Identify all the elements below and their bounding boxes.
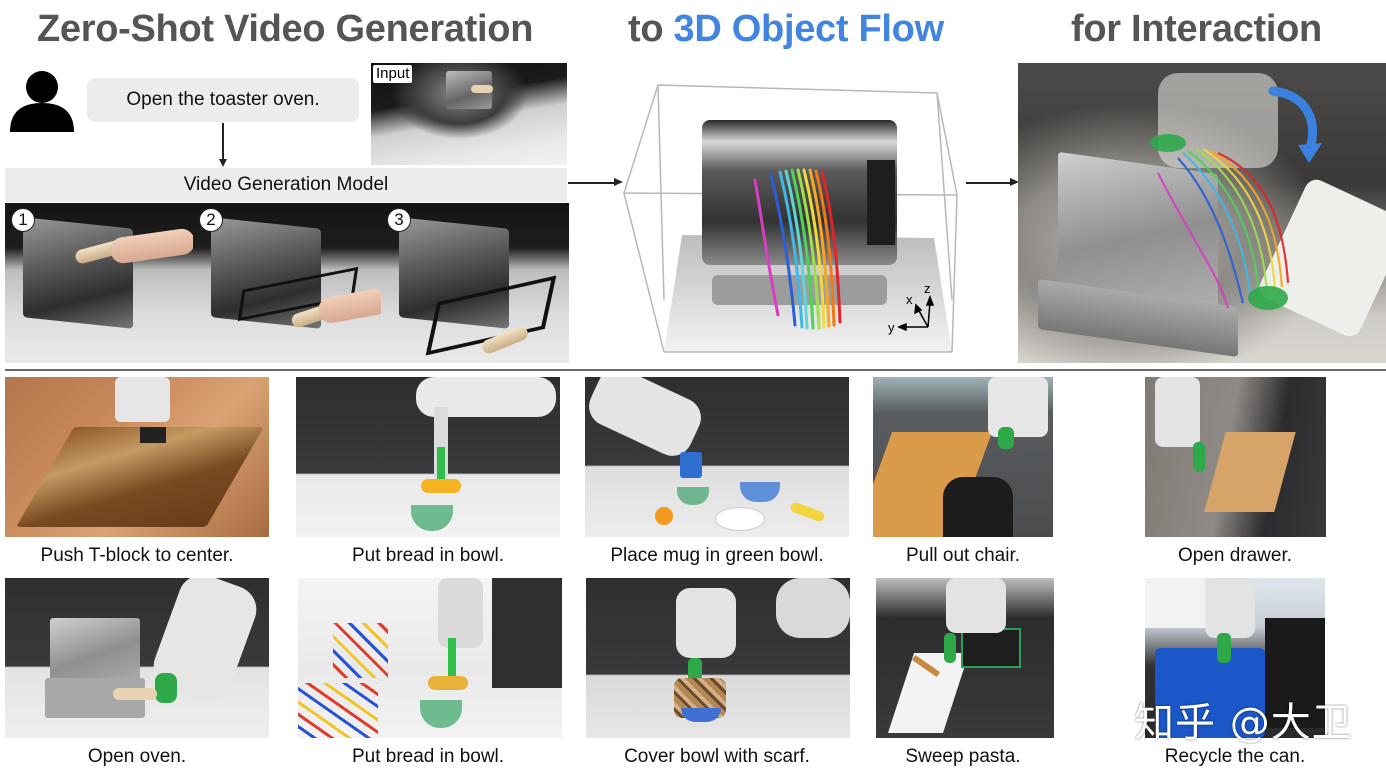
orange: [655, 507, 673, 525]
bread: [428, 676, 468, 690]
blue-bowl: [740, 482, 780, 502]
blue-bowl: [681, 708, 721, 722]
arrow-model-to-flow: [568, 182, 616, 184]
step-badge: 3: [387, 208, 411, 232]
task-caption: Sweep pasta.: [905, 746, 1021, 767]
trash-bin: [1265, 618, 1325, 728]
arrow-flow-to-interaction: [966, 182, 1012, 184]
flow-overlay: [1193, 442, 1205, 472]
title-interaction: for Interaction: [1071, 8, 1322, 50]
arrow-prompt-to-model: [222, 123, 224, 160]
task-caption: Push T-block to center.: [40, 545, 234, 566]
robot-arm: [1205, 578, 1255, 638]
task-caption: Recycle the can.: [1164, 746, 1306, 767]
toaster-oven: [23, 217, 133, 329]
robot-arm: [946, 578, 1006, 633]
task-caption: Open oven.: [87, 746, 187, 767]
generated-frame-2: 2: [193, 203, 381, 363]
step-badge: 1: [11, 208, 35, 232]
task-image-pull-out-chair: [873, 377, 1053, 537]
robot-interaction-image: [1018, 63, 1386, 363]
arrowhead-icon: [1010, 178, 1019, 186]
recycle-sign: [1145, 578, 1205, 628]
title-accent: 3D Object Flow: [673, 8, 945, 50]
model-label: Video Generation Model: [183, 174, 389, 195]
axis-label-y: y: [888, 320, 895, 335]
flow-overlay: [944, 633, 956, 663]
3d-object-flow-visualization: y x z: [622, 84, 958, 353]
flow-overlay: [437, 447, 445, 482]
chair: [943, 477, 1013, 537]
task-image-open-oven: [5, 578, 269, 738]
person-icon: [10, 71, 74, 132]
flow-overlay: [998, 427, 1014, 449]
oven-controls: [867, 160, 895, 245]
robot-arm: [1155, 377, 1200, 447]
step-badge: 2: [199, 208, 223, 232]
task-image-push-t-block: [5, 377, 269, 537]
oven-handle: [113, 688, 157, 700]
input-image: Input: [371, 63, 567, 165]
input-label: Input: [373, 65, 413, 83]
recycle-bin: [1155, 648, 1265, 738]
rotation-arrow-icon: [1268, 86, 1318, 153]
mug: [680, 452, 702, 478]
axis-indicator: [897, 294, 935, 332]
robot-arm: [585, 377, 708, 463]
task-caption: Open drawer.: [1177, 545, 1293, 566]
watermark: 知乎 @大卫: [1134, 700, 1353, 746]
axis-label-x: x: [906, 292, 913, 307]
t-block: [140, 427, 166, 443]
arrowhead-icon: [219, 159, 227, 167]
task-image-put-bread-in-bowl: [296, 377, 560, 537]
task-caption: Pull out chair.: [905, 545, 1021, 566]
compost-bin: [961, 628, 1021, 668]
axis-label-z: z: [924, 281, 931, 296]
task-image-recycle-the-can: [1145, 578, 1325, 738]
flow-overlay: [688, 658, 702, 682]
task-caption: Place mug in green bowl.: [610, 545, 824, 566]
robot-arm-ghost: [1158, 73, 1278, 168]
green-bowl: [420, 700, 462, 728]
colored-pattern-board: [333, 623, 388, 678]
task-caption: Put bread in bowl.: [351, 545, 505, 566]
banana: [789, 501, 826, 523]
drawer: [1204, 432, 1296, 512]
colored-pattern-mat: [298, 683, 378, 738]
section-divider: [5, 369, 1386, 371]
green-bowl: [677, 487, 709, 505]
green-bowl: [411, 505, 453, 531]
robot-arm: [676, 588, 736, 658]
bread: [421, 479, 461, 493]
task-image-open-drawer: [1145, 377, 1326, 537]
robot-arm: [438, 578, 483, 648]
robot-arm-joint: [776, 578, 850, 638]
generated-frame-3: 3: [381, 203, 569, 363]
flow-overlay: [448, 638, 456, 678]
robot-arm: [115, 377, 170, 422]
task-image-sweep-pasta: [876, 578, 1054, 738]
flow-trajectories: [753, 168, 842, 330]
task-image-cover-bowl-with-scarf: [586, 578, 850, 738]
prompt-text: Open the toaster oven.: [126, 89, 320, 110]
flow-overlay: [155, 673, 177, 703]
robot-arm: [988, 377, 1048, 437]
title-prefix: to: [628, 8, 664, 50]
title-video-generation: Zero-Shot Video Generation: [37, 8, 534, 50]
task-image-place-mug: [585, 377, 849, 537]
generated-frame-1: 1: [5, 203, 193, 363]
title-object-flow: to 3D Object Flow: [628, 8, 944, 51]
video-generation-model-box: Video Generation Model: [5, 168, 567, 202]
flow-overlay: [1217, 633, 1231, 663]
toaster-oven-pointcloud: [702, 120, 897, 265]
arrowhead-icon: [614, 178, 623, 186]
plate: [715, 507, 765, 531]
task-image-put-bread-in-bowl-2: [298, 578, 562, 738]
flow-trajectories-overlay: [1150, 86, 1322, 310]
prompt-box: Open the toaster oven.: [87, 78, 359, 122]
task-caption: Put bread in bowl.: [351, 746, 505, 767]
backdrop: [492, 578, 562, 688]
task-caption: Cover bowl with scarf.: [624, 746, 810, 767]
oven-handle: [471, 85, 493, 93]
